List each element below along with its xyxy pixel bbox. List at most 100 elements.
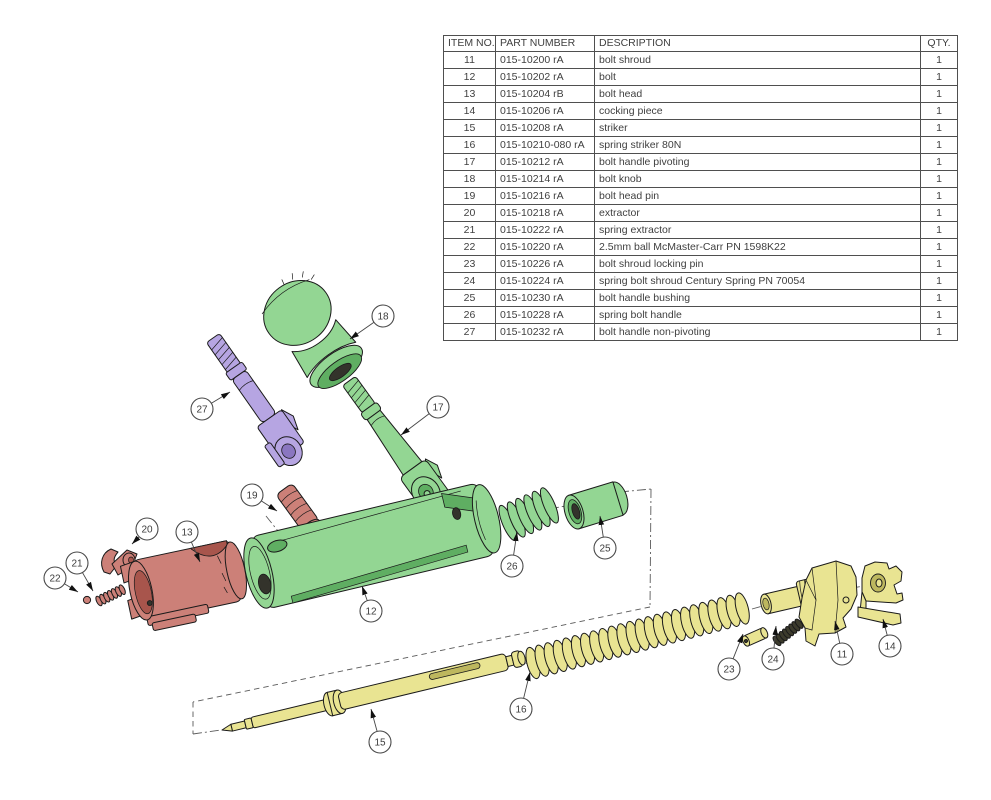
part-bolt-handle-bushing bbox=[563, 481, 629, 530]
bom-header-item-no: ITEM NO. bbox=[443, 35, 496, 52]
balloon-24 bbox=[761, 647, 785, 671]
bom-cell: striker bbox=[594, 119, 921, 137]
bom-cell: 2.5mm ball McMaster-Carr PN 1598K22 bbox=[594, 238, 921, 256]
balloon-leader-16 bbox=[523, 671, 531, 699]
part-bolt bbox=[243, 483, 502, 609]
part-bolt-shroud-locking-pin bbox=[741, 627, 769, 647]
balloon-leader-15 bbox=[370, 708, 378, 732]
part-bolt-shroud bbox=[760, 560, 858, 647]
balloon-19 bbox=[240, 483, 264, 507]
balloon-label-19: 19 bbox=[246, 491, 258, 502]
bom-cell: 11 bbox=[443, 51, 496, 69]
part-extractor bbox=[101, 548, 138, 576]
bom-cell: 015-10202 rA bbox=[495, 68, 595, 86]
bom-cell: 1 bbox=[920, 221, 958, 239]
bom-cell: 015-10226 rA bbox=[495, 255, 595, 273]
bom-cell: 1 bbox=[920, 272, 958, 290]
balloon-27 bbox=[190, 397, 214, 421]
balloon-label-11: 11 bbox=[837, 650, 848, 661]
part-bolt-knob bbox=[261, 271, 363, 389]
bom-cell: 015-10218 rA bbox=[495, 204, 595, 222]
bom-cell: 18 bbox=[443, 170, 496, 188]
bom-table: ITEM NO. PART NUMBER DESCRIPTION QTY. 11… bbox=[443, 35, 958, 341]
balloon-label-13: 13 bbox=[181, 528, 193, 539]
balloon-25 bbox=[593, 536, 617, 560]
balloon-label-21: 21 bbox=[71, 559, 83, 570]
bom-cell: bolt bbox=[594, 68, 921, 86]
bom-header-description: DESCRIPTION bbox=[594, 35, 921, 52]
balloon-23 bbox=[717, 657, 741, 681]
bom-cell: bolt shroud bbox=[594, 51, 921, 69]
balloon-label-17: 17 bbox=[432, 403, 444, 414]
bom-cell: 12 bbox=[443, 68, 496, 86]
balloon-18 bbox=[371, 304, 395, 328]
balloon-leader-11 bbox=[834, 620, 841, 644]
bom-cell: 015-10212 rA bbox=[495, 153, 595, 171]
bom-cell: 015-10210-080 rA bbox=[495, 136, 595, 154]
balloon-leader-22 bbox=[64, 583, 79, 593]
balloon-label-18: 18 bbox=[377, 312, 389, 323]
bom-cell: 015-10206 rA bbox=[495, 102, 595, 120]
bom-header-part-number: PART NUMBER bbox=[495, 35, 595, 52]
balloon-label-12: 12 bbox=[365, 607, 377, 618]
bom-cell: bolt knob bbox=[594, 170, 921, 188]
balloon-label-24: 24 bbox=[767, 655, 779, 666]
bom-cell: 015-10200 rA bbox=[495, 51, 595, 69]
bom-cell: 015-10204 rB bbox=[495, 85, 595, 103]
bom-cell: 1 bbox=[920, 306, 958, 324]
bom-cell: 23 bbox=[443, 255, 496, 273]
bom-cell: 19 bbox=[443, 187, 496, 205]
balloon-leader-19 bbox=[261, 500, 278, 512]
balloon-leader-21 bbox=[82, 572, 94, 592]
part-cocking-piece bbox=[857, 561, 904, 626]
balloon-leader-17 bbox=[400, 413, 430, 436]
balloon-leader-18 bbox=[349, 321, 375, 340]
balloon-leader-27 bbox=[211, 391, 231, 404]
balloon-leader-13 bbox=[190, 541, 201, 563]
part-ball bbox=[82, 595, 92, 605]
balloon-leader-23 bbox=[732, 633, 744, 659]
bom-cell: 1 bbox=[920, 119, 958, 137]
part-spring-bolt-handle bbox=[495, 485, 563, 544]
bom-cell: 21 bbox=[443, 221, 496, 239]
part-bolt-head bbox=[119, 540, 248, 631]
part-spring-extractor bbox=[94, 583, 128, 608]
balloon-16 bbox=[509, 697, 533, 721]
bom-cell: 15 bbox=[443, 119, 496, 137]
bom-cell: cocking piece bbox=[594, 102, 921, 120]
balloon-leader-12 bbox=[361, 585, 368, 601]
balloon-13 bbox=[175, 520, 199, 544]
bom-header-row: ITEM NO. PART NUMBER DESCRIPTION QTY. bbox=[443, 35, 958, 52]
balloon-22 bbox=[43, 566, 67, 590]
bom-cell: 17 bbox=[443, 153, 496, 171]
balloon-label-23: 23 bbox=[723, 665, 735, 676]
bom-cell: spring striker 80N bbox=[594, 136, 921, 154]
bom-cell: 1 bbox=[920, 136, 958, 154]
bom-cell: 1 bbox=[920, 323, 958, 341]
part-striker bbox=[221, 650, 526, 732]
bom-cell: bolt handle bushing bbox=[594, 289, 921, 307]
bom-cell: 1 bbox=[920, 255, 958, 273]
balloon-leader-14 bbox=[882, 618, 888, 636]
bom-cell: 015-10216 rA bbox=[495, 187, 595, 205]
bom-cell: 25 bbox=[443, 289, 496, 307]
balloon-leader-24 bbox=[772, 625, 778, 649]
bom-cell: spring bolt handle bbox=[594, 306, 921, 324]
balloon-14 bbox=[878, 634, 902, 658]
bom-cell: 14 bbox=[443, 102, 496, 120]
